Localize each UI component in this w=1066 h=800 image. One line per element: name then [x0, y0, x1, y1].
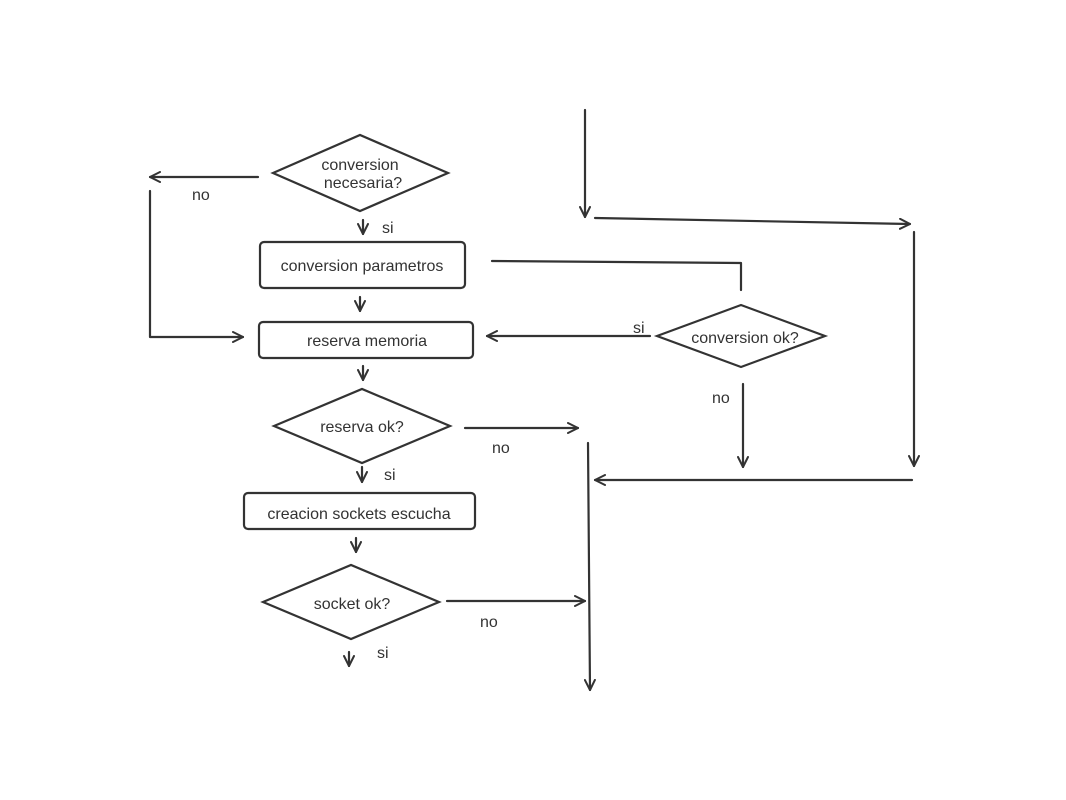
decision-socket-ok-label: socket ok? — [314, 596, 391, 613]
process-conversion-parametros-label: conversion parametros — [281, 258, 444, 275]
label-socket-ok-si: si — [377, 645, 389, 662]
process-conversion-parametros: conversion parametros — [258, 240, 467, 290]
arrow-no-bypass-to-reserva — [148, 189, 245, 343]
label-conv-necesaria-no: no — [192, 187, 210, 204]
decision-conversion-ok-label: conversion ok? — [691, 330, 799, 347]
process-reserva-memoria-label: reserva memoria — [307, 333, 427, 350]
decision-conversion-necesaria-line2: necesaria? — [324, 175, 402, 192]
label-reserva-ok-si: si — [384, 467, 396, 484]
process-reserva-memoria: reserva memoria — [257, 320, 475, 360]
line-error-down — [583, 441, 596, 692]
decision-conversion-ok: conversion ok? — [653, 303, 829, 369]
decision-conversion-necesaria-line1: conversion — [321, 157, 398, 174]
label-socket-ok-no: no — [480, 614, 498, 631]
label-reserva-ok-no: no — [492, 440, 510, 457]
process-creacion-sockets-label: creacion sockets escucha — [267, 506, 450, 523]
decision-reserva-ok-label: reserva ok? — [320, 419, 404, 436]
decision-socket-ok: socket ok? — [260, 563, 442, 641]
decision-conversion-necesaria: conversion necesaria? — [270, 133, 451, 213]
arrow-top-right — [593, 216, 912, 230]
decision-reserva-ok: reserva ok? — [271, 387, 453, 465]
label-conv-ok-si: si — [633, 320, 645, 337]
label-conv-ok-no: no — [712, 390, 730, 407]
line-parametros-to-conversion-ok — [490, 259, 743, 292]
label-conv-necesaria-si: si — [382, 220, 394, 237]
process-creacion-sockets: creacion sockets escucha — [242, 491, 477, 531]
